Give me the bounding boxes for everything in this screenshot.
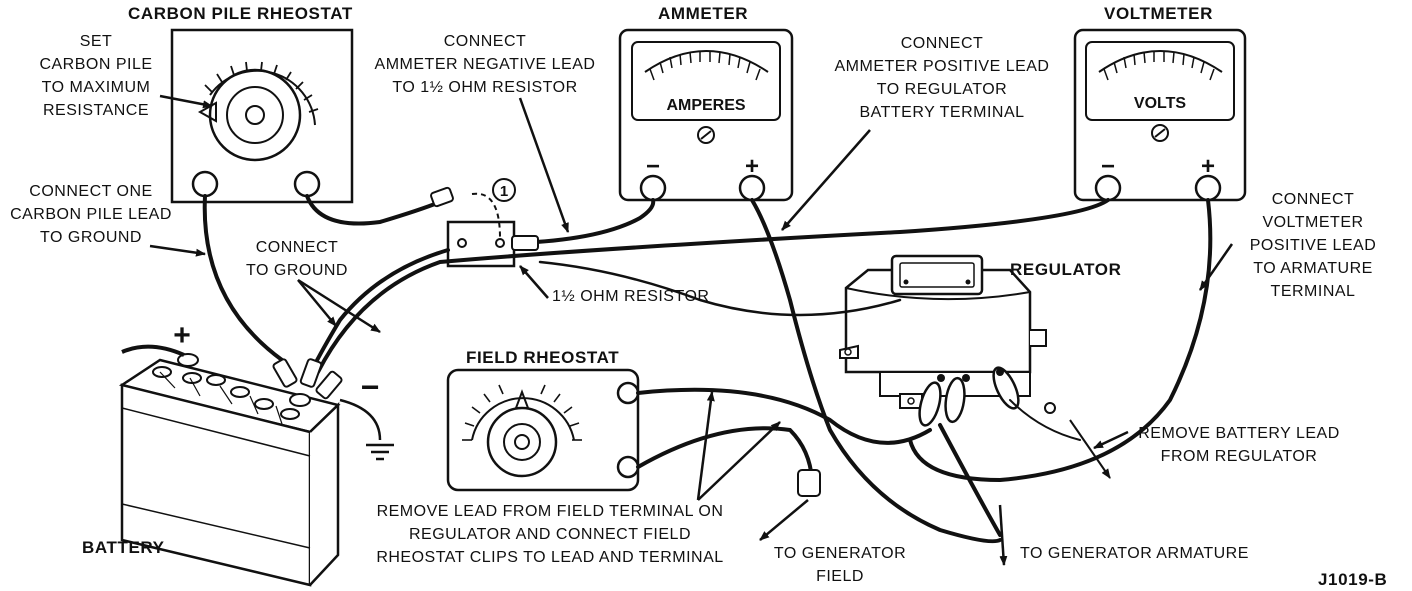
battery-plus-mark: + <box>173 319 191 352</box>
armature-lead <box>938 423 1002 537</box>
battery: + − <box>118 319 380 587</box>
remove-battery-lead-note: REMOVE BATTERY LEAD FROM REGULATOR <box>1138 425 1340 465</box>
field-rheostat-terminal-top <box>616 381 640 405</box>
test-leads <box>202 194 1213 544</box>
voltmeter-scale-label: VOLTS <box>1134 95 1186 112</box>
to-generator-armature-note: TO GENERATOR ARMATURE <box>1020 545 1249 562</box>
ground-symbol <box>339 398 394 461</box>
field-rheostat-lead-top <box>636 387 932 445</box>
ammeter-minus-mark: − <box>646 153 660 180</box>
ground-lead <box>538 260 902 317</box>
field-rheostat-terminal-bottom <box>616 455 640 479</box>
battery-title: BATTERY <box>82 538 165 557</box>
ammeter-title: AMMETER <box>658 4 749 23</box>
ammeter-negative-note: CONNECT AMMETER NEGATIVE LEAD TO 1½ OHM … <box>374 33 596 96</box>
ammeter-positive-lead <box>750 198 1002 544</box>
carbon-pile-rheostat-title: CARBON PILE RHEOSTAT <box>128 4 353 23</box>
voltmeter: VOLTS − + <box>1073 28 1247 202</box>
carbon-pile-to-resistor-lead <box>305 194 442 226</box>
carbon-pile-ground-lead <box>202 194 284 362</box>
ammeter: AMPERES − + <box>618 28 794 202</box>
voltmeter-title: VOLTMETER <box>1104 4 1213 23</box>
ammeter-scale-label: AMPERES <box>666 97 745 114</box>
voltmeter-negative-lead <box>316 198 1110 374</box>
voltmeter-positive-lead <box>908 198 1213 483</box>
regulator-field-connector <box>918 381 942 427</box>
clips <box>272 186 1056 497</box>
connect-to-ground-note: CONNECT TO GROUND <box>246 239 348 279</box>
carbon-pile-rheostat <box>170 28 354 204</box>
battery-minus-mark: − <box>361 369 380 405</box>
resistor-label: 1½ OHM RESISTOR <box>552 288 710 305</box>
regulator <box>839 254 1047 427</box>
field-rheostat-lead-bottom <box>636 426 814 482</box>
field-rheostat <box>446 368 640 492</box>
field-rheostat-title: FIELD RHEOSTAT <box>466 348 620 367</box>
connect-carbon-pile-lead-note: CONNECT ONE CARBON PILE LEAD TO GROUND <box>10 183 172 246</box>
regulator-armature-connector <box>944 376 966 424</box>
remove-field-lead-note: REMOVE LEAD FROM FIELD TERMINAL ON REGUL… <box>376 503 724 566</box>
voltmeter-positive-note: CONNECT VOLTMETER POSITIVE LEAD TO ARMAT… <box>1249 191 1377 300</box>
regulator-title: REGULATOR <box>1010 260 1122 279</box>
callout-1 <box>492 178 516 202</box>
set-carbon-pile-note: SET CARBON PILE TO MAXIMUM RESISTANCE <box>39 33 153 119</box>
ammeter-positive-note: CONNECT AMMETER POSITIVE LEAD TO REGULAT… <box>834 35 1050 121</box>
figure-id: J1019-B <box>1318 570 1388 589</box>
regulator-battery-connector <box>992 366 1020 410</box>
ammeter-plus-mark: + <box>745 153 759 180</box>
voltmeter-minus-mark: − <box>1101 153 1115 180</box>
ohm-resistor: 1 <box>446 178 516 268</box>
to-generator-field-note: TO GENERATOR FIELD <box>773 545 907 585</box>
battery-lead-removed <box>1009 399 1081 441</box>
leader-arrows <box>149 94 1234 566</box>
carbon-pile-terminal-left <box>191 170 219 198</box>
callout-number: 1 <box>500 183 508 200</box>
carbon-pile-terminal-right <box>293 170 321 198</box>
ammeter-negative-lead <box>514 198 656 245</box>
voltmeter-plus-mark: + <box>1201 153 1215 180</box>
